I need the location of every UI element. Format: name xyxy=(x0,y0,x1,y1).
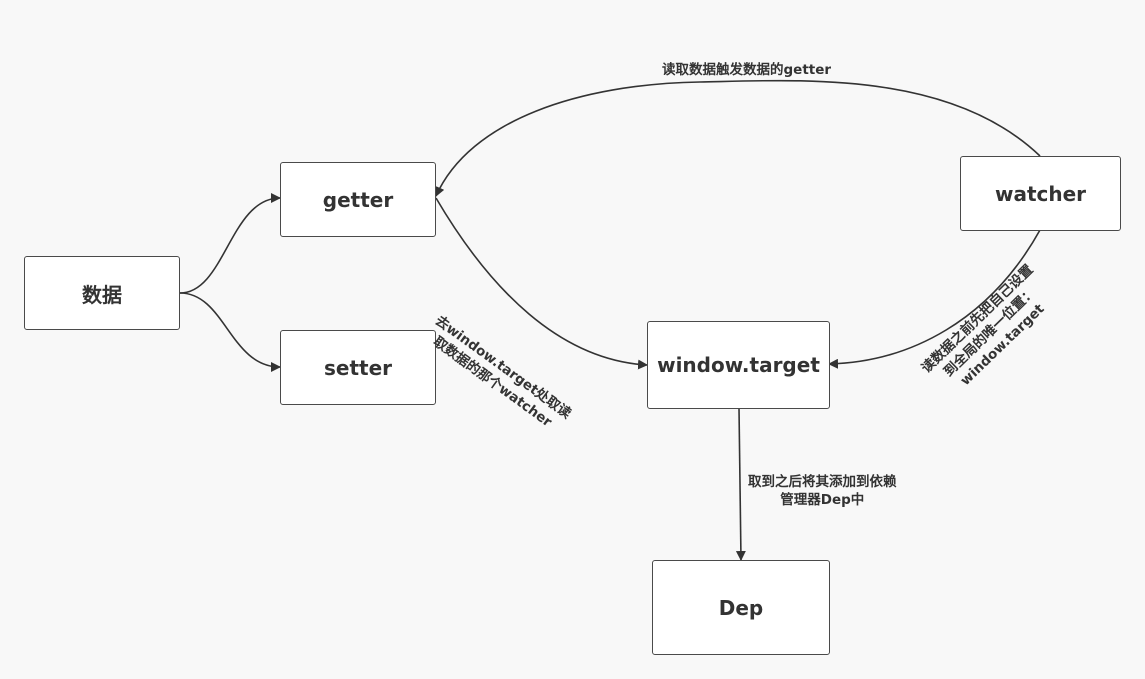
node-dep-label: Dep xyxy=(718,595,764,620)
node-data: 数据 xyxy=(24,256,180,330)
edge-watcher-to-getter xyxy=(435,79,1041,197)
node-watcher: watcher xyxy=(960,156,1121,231)
label-watcher-to-getter: 读取数据触发数据的getter xyxy=(662,62,832,78)
node-setter-label: setter xyxy=(323,355,393,380)
node-data-label: 数据 xyxy=(82,282,122,307)
edge-target-to-dep xyxy=(735,407,746,561)
edge-data-to-getter xyxy=(179,193,281,294)
label-target-to-dep-line2: 管理器Dep中 xyxy=(780,492,865,508)
edge-watcher-to-target xyxy=(828,229,1041,369)
node-watcher-label: watcher xyxy=(994,181,1087,206)
label-target-to-dep-line1: 取到之后将其添加到依赖 xyxy=(748,474,897,490)
node-getter: getter xyxy=(280,162,436,237)
node-getter-label: getter xyxy=(322,187,394,212)
node-setter: setter xyxy=(280,330,436,405)
node-window-target: window.target xyxy=(647,321,830,409)
node-window-target-label: window.target xyxy=(657,353,820,377)
node-dep: Dep xyxy=(652,560,830,655)
edge-data-to-setter xyxy=(179,292,281,372)
edge-getter-to-target xyxy=(435,197,648,370)
label-target-to-dep: 取到之后将其添加到依赖 管理器Dep中 xyxy=(748,473,897,509)
